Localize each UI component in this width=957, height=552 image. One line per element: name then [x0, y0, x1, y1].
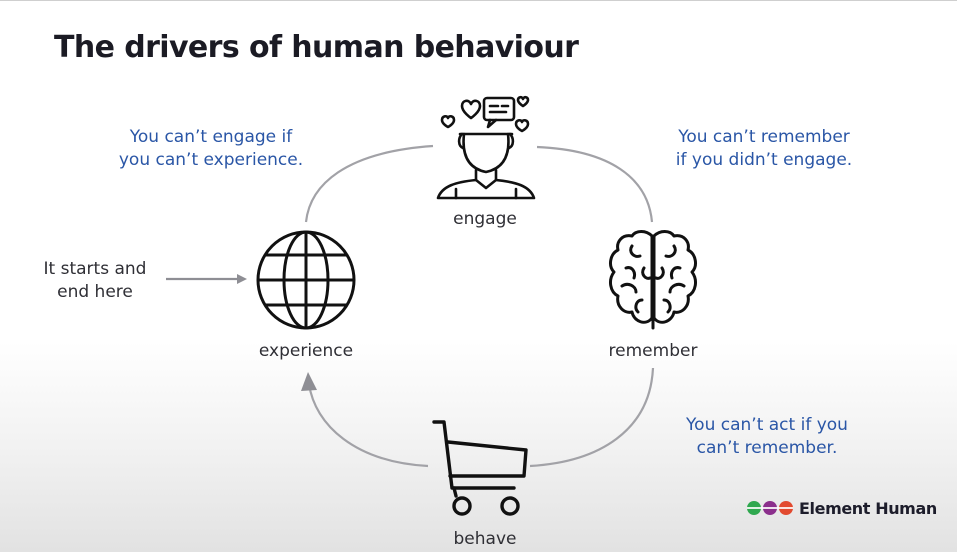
shopping-cart-icon [432, 420, 528, 516]
brand-name: Element Human [799, 498, 937, 518]
start-end-note: It starts and end here [43, 259, 147, 302]
cycle-arc-experience-engage [304, 144, 434, 223]
brand-logo-icon [747, 501, 793, 515]
person-thinking-icon [436, 95, 536, 200]
node-label-experience: experience [258, 341, 354, 361]
node-label-remember: remember [608, 341, 698, 361]
cycle-arrowhead-experience [301, 372, 317, 391]
note-remember-engage: You can’t remember if you didn’t engage. [675, 127, 853, 170]
top-border [0, 0, 957, 1]
slide-title: The drivers of human behaviour [54, 30, 579, 65]
note-engage-experience: You can’t engage if you can’t experience… [118, 127, 304, 170]
globe-icon [256, 230, 356, 330]
node-label-engage: engage [453, 209, 517, 229]
cycle-arc-remember-behave [529, 367, 655, 468]
brain-icon [609, 230, 697, 330]
note-act-remember: You can’t act if you can’t remember. [686, 415, 848, 458]
cycle-arc-engage-remember [536, 145, 654, 223]
node-label-behave: behave [453, 529, 517, 549]
cycle-arc-behave-experience [307, 383, 429, 468]
brand-logo: Element Human [746, 496, 937, 520]
